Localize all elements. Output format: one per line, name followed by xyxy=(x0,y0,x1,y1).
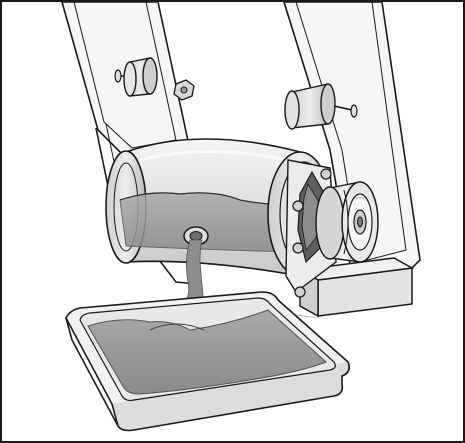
tray xyxy=(65,291,350,432)
plate-bolts xyxy=(292,168,332,298)
drum xyxy=(105,138,301,277)
bolt-icon xyxy=(173,79,195,101)
tray-powder xyxy=(87,309,327,395)
pulley-icon xyxy=(315,181,379,263)
axle-icon xyxy=(284,83,358,130)
left-axle xyxy=(114,57,158,97)
drive-assembly xyxy=(267,151,379,298)
